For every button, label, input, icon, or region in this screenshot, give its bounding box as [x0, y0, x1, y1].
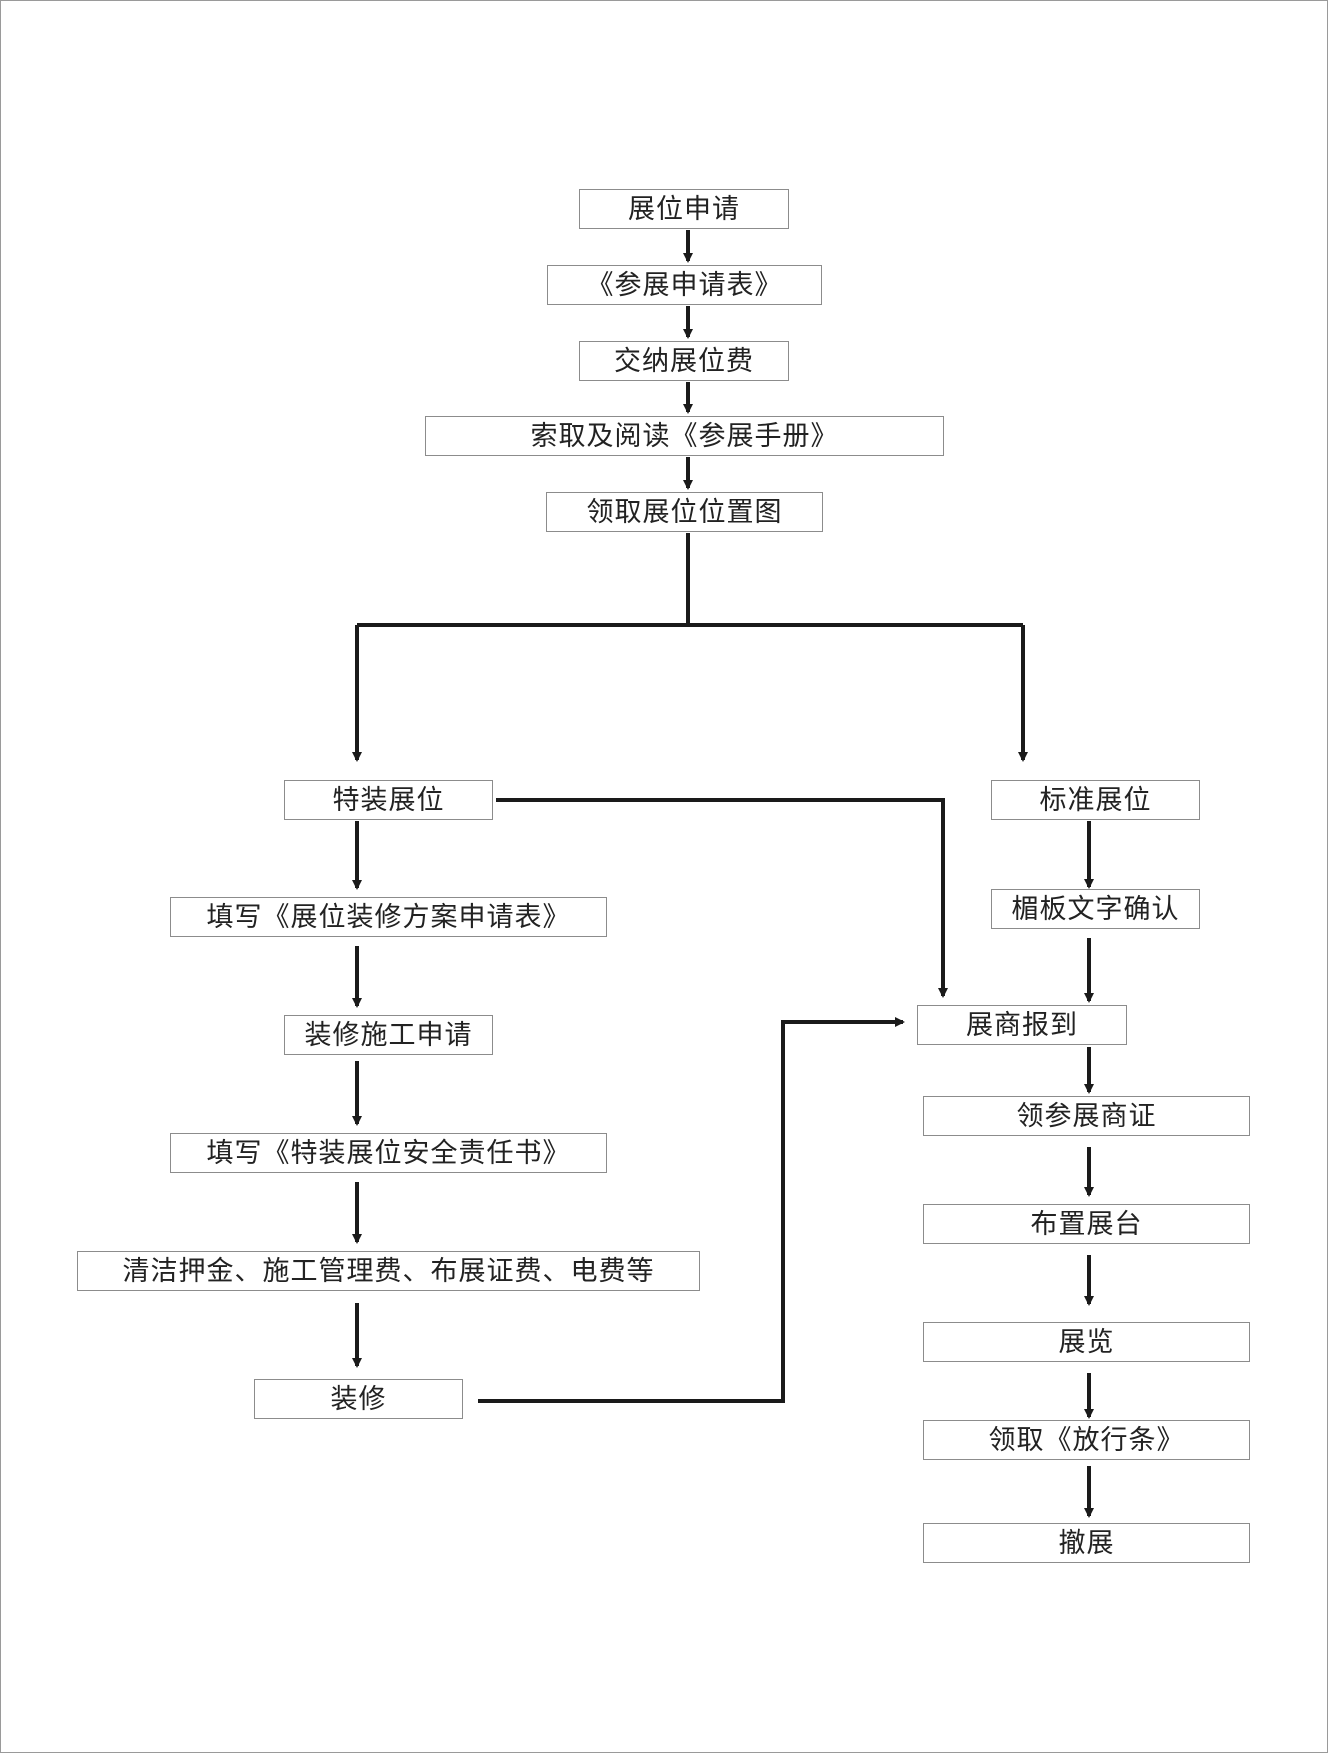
arrow-special-to-checkin: [496, 798, 948, 998]
node-construction-apply: 装修施工申请: [284, 1015, 493, 1055]
node-exhibitor-badge: 领参展商证: [923, 1096, 1250, 1136]
node-special-booth: 特装展位: [284, 780, 493, 820]
node-application-form: 《参展申请表》: [547, 265, 822, 305]
node-exhibitor-manual: 索取及阅读《参展手册》: [425, 416, 944, 456]
node-decorate: 装修: [254, 1379, 463, 1419]
node-deposits-fees: 清洁押金、施工管理费、布展证费、电费等: [77, 1251, 700, 1291]
node-booth-apply: 展位申请: [579, 189, 789, 229]
node-standard-booth: 标准展位: [991, 780, 1200, 820]
node-fascia-confirm: 楣板文字确认: [991, 889, 1200, 929]
node-booth-setup: 布置展台: [923, 1204, 1250, 1244]
node-booth-map: 领取展位位置图: [546, 492, 823, 532]
node-decoration-form: 填写《展位装修方案申请表》: [170, 897, 607, 937]
node-dismantle: 撤展: [923, 1523, 1250, 1563]
node-check-in: 展商报到: [917, 1005, 1127, 1045]
node-booth-fee: 交纳展位费: [579, 341, 789, 381]
node-exhibition: 展览: [923, 1322, 1250, 1362]
arrow-decorate-to-checkin: [478, 1017, 905, 1403]
node-release-pass: 领取《放行条》: [923, 1420, 1250, 1460]
node-safety-letter: 填写《特装展位安全责任书》: [170, 1133, 607, 1173]
